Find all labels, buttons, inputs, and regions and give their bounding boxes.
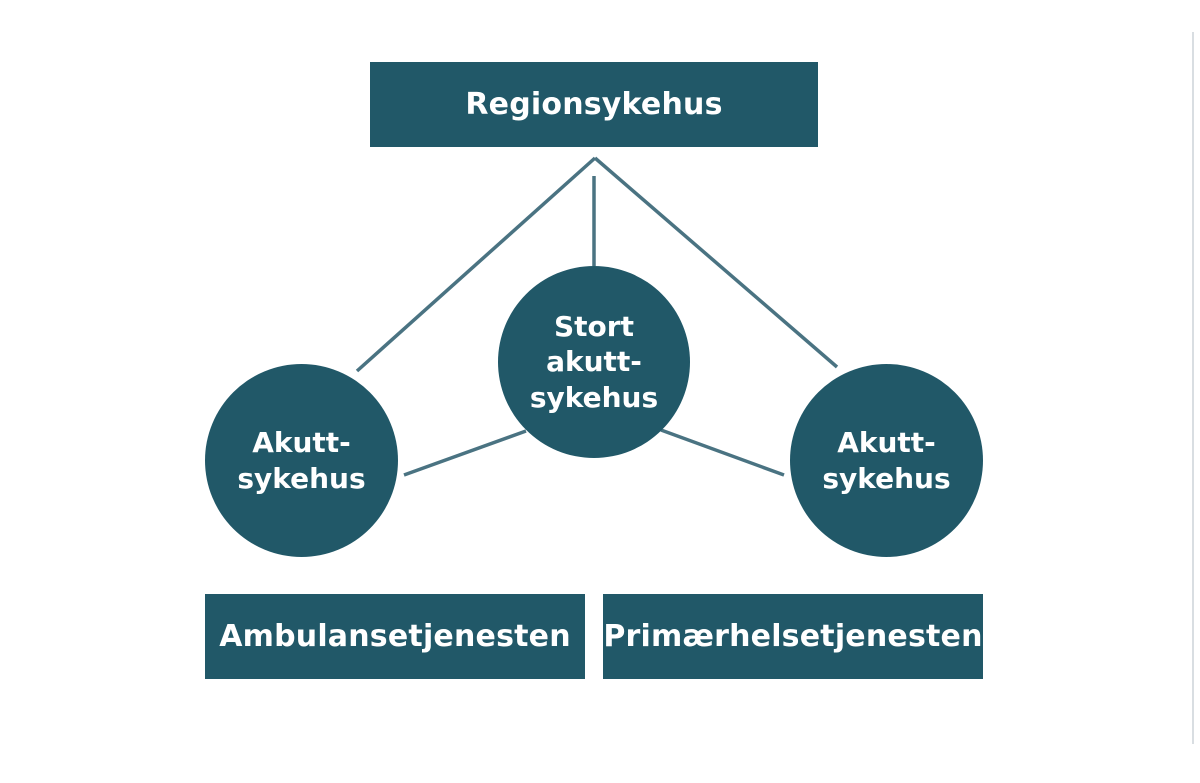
- ambulansetjenesten-box: Ambulansetjenesten: [205, 594, 585, 679]
- regionsykehus-label: Regionsykehus: [465, 86, 723, 122]
- stort-akuttsykehus-line-2: akutt-: [546, 345, 642, 379]
- stort-akuttsykehus-line-3: sykehus: [529, 380, 659, 414]
- primaerhelsetjenesten-label: Primærhelsetjenesten: [603, 618, 983, 654]
- akuttsykehus-left-line-2: sykehus: [237, 461, 366, 495]
- akuttsykehus-left-text: Akutt- sykehus: [237, 425, 365, 496]
- connector-region-to-right: [593, 156, 839, 369]
- page-edge-divider: [1192, 32, 1194, 744]
- regionsykehus-box: Regionsykehus: [370, 62, 818, 147]
- akuttsykehus-right-line-2: sykehus: [822, 461, 951, 495]
- akuttsykehus-right-text: Akutt- sykehus: [822, 425, 950, 496]
- ambulansetjenesten-label: Ambulansetjenesten: [219, 618, 571, 654]
- stort-akuttsykehus-node: Stort akutt- sykehus: [498, 266, 690, 458]
- connector-region-to-left: [355, 156, 597, 373]
- akuttsykehus-left-node: Akutt- sykehus: [205, 364, 398, 557]
- stort-akuttsykehus-text: Stort akutt- sykehus: [530, 309, 658, 416]
- primaerhelsetjenesten-box: Primærhelsetjenesten: [603, 594, 983, 679]
- akuttsykehus-right-node: Akutt- sykehus: [790, 364, 983, 557]
- stort-akuttsykehus-line-1: Stort: [554, 309, 634, 343]
- akuttsykehus-left-line-1: Akutt-: [252, 425, 351, 459]
- connector-center-to-right: [660, 428, 785, 477]
- akuttsykehus-right-line-1: Akutt-: [837, 425, 936, 459]
- connector-center-to-left: [403, 429, 527, 477]
